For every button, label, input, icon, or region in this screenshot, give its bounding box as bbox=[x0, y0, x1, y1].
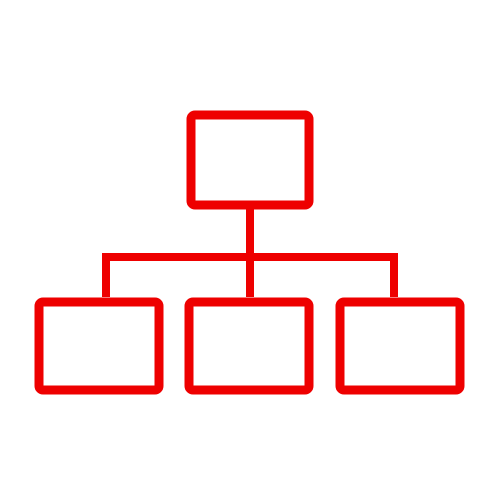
left-node bbox=[34, 297, 164, 395]
nodes bbox=[34, 110, 465, 395]
center-node bbox=[184, 297, 314, 395]
top-node bbox=[186, 110, 314, 210]
right-node bbox=[335, 297, 465, 395]
connectors bbox=[102, 206, 398, 297]
